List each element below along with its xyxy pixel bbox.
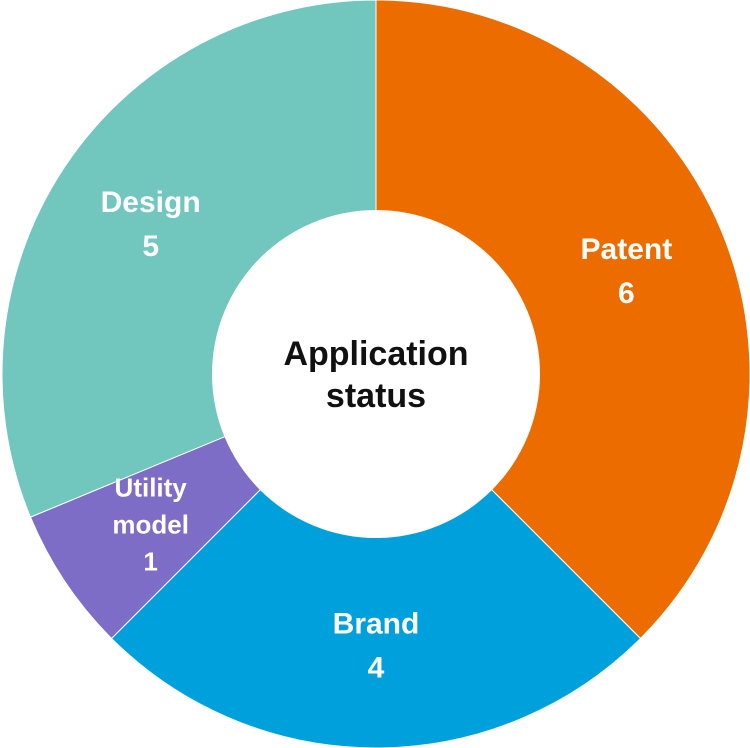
slice-patent bbox=[375, 0, 750, 640]
donut-hole bbox=[212, 210, 540, 538]
